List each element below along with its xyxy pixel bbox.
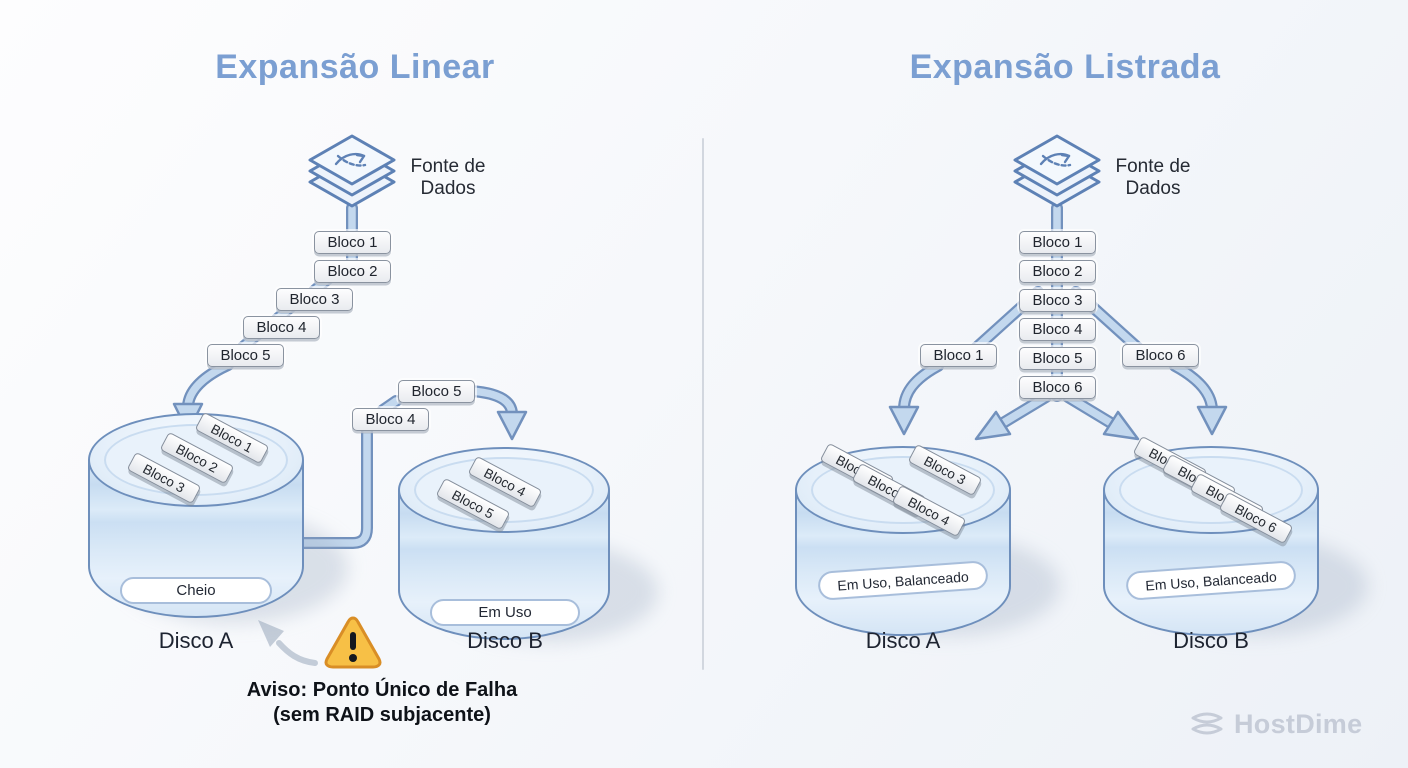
disk-top-inner [1119, 456, 1303, 524]
panel-divider [702, 138, 704, 670]
striped-disk-b: Bloco 1 Bloco 2 Bloco 3 Bloco 6 Em Uso, … [1103, 435, 1368, 636]
striped-branch-right-block: Bloco 6 [1122, 344, 1199, 367]
striped-stack-block-3: Bloco 3 [1019, 289, 1096, 312]
data-source-label: Fonte de Dados [1115, 156, 1191, 199]
data-source-icon [1013, 134, 1101, 208]
linear-disk-a: Bloco 1 Bloco 2 Bloco 3 Cheio [88, 411, 348, 623]
striped-stack-block-2: Bloco 2 [1019, 260, 1096, 283]
warning-pointer-arrow [258, 620, 318, 666]
warning-line-2: (sem RAID subjacente) [273, 704, 491, 726]
brand-logo: HostDime [1188, 708, 1362, 740]
data-source-label: Fonte de Dados [410, 156, 486, 199]
warning-text: Aviso: Ponto Único de Falha (sem RAID su… [192, 678, 572, 728]
hostdime-icon [1191, 712, 1223, 735]
disk-status-badge: Em Uso [430, 599, 580, 626]
striped-stack-block-6: Bloco 6 [1019, 376, 1096, 399]
left-panel-title: Expansão Linear [215, 48, 495, 86]
brand-name: HostDime [1234, 708, 1363, 739]
linear-queue-block-1: Bloco 1 [314, 231, 391, 254]
linear-overflow-block-5: Bloco 5 [398, 380, 475, 403]
linear-queue-block-4: Bloco 4 [243, 316, 320, 339]
right-panel-title: Expansão Listrada [909, 48, 1221, 86]
striped-stack-block-1: Bloco 1 [1019, 231, 1096, 254]
striped-stack-block-5: Bloco 5 [1019, 347, 1096, 370]
data-source-icon [308, 134, 396, 208]
striped-stack-block-4: Bloco 4 [1019, 318, 1096, 341]
linear-disk-a-label: Disco A [158, 628, 234, 653]
linear-queue-block-5: Bloco 5 [207, 344, 284, 367]
striped-branch-left-block: Bloco 1 [920, 344, 997, 367]
linear-overflow-block-4: Bloco 4 [352, 408, 429, 431]
warning-icon [324, 616, 382, 669]
striped-disk-a: Bloco 1 Bloco 2 Bloco 3 Bloco 4 Em Uso, … [795, 442, 1060, 636]
striped-disk-b-label: Disco B [1173, 628, 1249, 653]
disk-status-badge: Cheio [120, 577, 272, 604]
linear-queue-block-2: Bloco 2 [314, 260, 391, 283]
warning-line-1: Aviso: Ponto Único de Falha [246, 679, 518, 701]
linear-disk-b: Bloco 4 Bloco 5 Em Uso [398, 447, 658, 642]
linear-disk-b-label: Disco B [467, 628, 543, 653]
linear-queue-block-3: Bloco 3 [276, 288, 353, 311]
striped-disk-a-label: Disco A [865, 628, 941, 653]
